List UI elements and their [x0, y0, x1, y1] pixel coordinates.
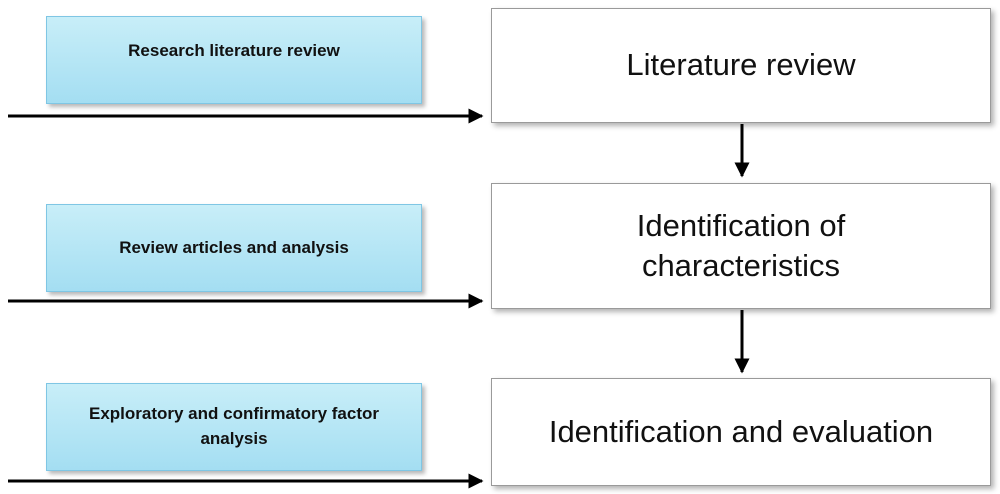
input-label-research-literature-review: Research literature review — [46, 16, 422, 104]
stage-identification-and-evaluation: Identification and evaluation — [491, 378, 991, 486]
stage-identification-of-characteristics: Identification of characteristics — [491, 183, 991, 309]
stage-literature-review: Literature review — [491, 8, 991, 123]
input-label-factor-analysis: Exploratory and confirmatory factor anal… — [46, 383, 422, 471]
input-label-review-articles: Review articles and analysis — [46, 204, 422, 292]
